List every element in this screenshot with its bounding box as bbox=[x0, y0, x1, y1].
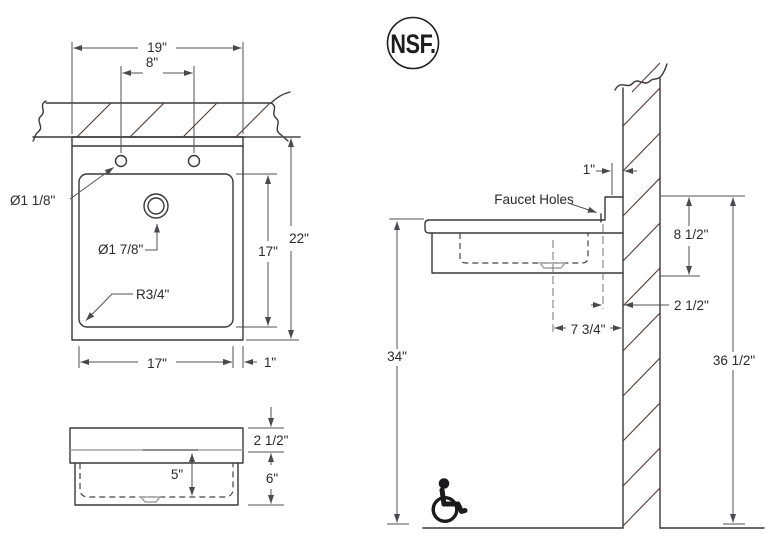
dim-19in: 19" bbox=[147, 40, 167, 55]
nsf-logo-text: NSF. bbox=[390, 30, 435, 60]
drain-hole bbox=[147, 197, 165, 215]
break-line-right bbox=[270, 102, 289, 142]
dimension-faucet-center-to-wall: 2 1/2" bbox=[591, 298, 709, 313]
wall-section-side bbox=[614, 62, 668, 529]
label-drain-diameter-group: Ø1 7/8" bbox=[98, 223, 161, 257]
dim-8in: 8" bbox=[146, 55, 159, 70]
front-deck-outline bbox=[69, 427, 244, 464]
dimension-splash-top-from-floor: 36 1/2" bbox=[713, 197, 756, 525]
label-faucet-holes: Faucet Holes bbox=[494, 192, 574, 207]
front-bowl-inner-dashed bbox=[79, 463, 234, 498]
front-bowl-outline bbox=[74, 462, 239, 506]
dimension-basin-width: 17" 1" bbox=[78, 346, 277, 371]
dimension-splash-height: 8 1/2" bbox=[660, 195, 745, 277]
wheelchair-accessibility-icon bbox=[431, 478, 468, 524]
faucet-hole-right bbox=[187, 154, 201, 168]
dim-34in: 34" bbox=[387, 349, 407, 364]
dim-7-3-4in: 7 3/4" bbox=[571, 322, 606, 337]
dim-8-1-2in: 8 1/2" bbox=[674, 227, 709, 242]
label-drain-diameter: Ø1 7/8" bbox=[98, 242, 144, 257]
dim-22in: 22" bbox=[289, 231, 309, 246]
dim-36-1-2in: 36 1/2" bbox=[713, 353, 756, 368]
nsf-certification-badge: NSF. bbox=[386, 16, 440, 70]
dimension-overall-depth: 22" bbox=[246, 136, 309, 341]
dimension-basin-depth: 17" bbox=[236, 173, 278, 328]
dimension-bowl-inner-depth: 5" bbox=[171, 453, 196, 496]
sink-deck-outline bbox=[71, 136, 244, 341]
label-corner-radius: R3/4" bbox=[136, 287, 170, 302]
dim-1in-plan: 1" bbox=[264, 355, 277, 370]
side-drain bbox=[538, 262, 567, 269]
label-corner-radius-group: R3/4" bbox=[85, 287, 170, 321]
break-line-wall-top bbox=[614, 63, 668, 91]
dimension-rim-height-from-floor: 34" bbox=[387, 218, 424, 525]
label-faucet-hole-diameter-group: Ø1 1/8" bbox=[10, 167, 114, 208]
label-faucet-hole-diameter: Ø1 1/8" bbox=[10, 193, 56, 208]
dim-2-1-2in-front: 2 1/2" bbox=[254, 433, 289, 448]
nsf-badge-circle bbox=[386, 16, 440, 70]
dim-5in: 5" bbox=[171, 467, 184, 482]
front-view: 5" 2 1/2" 6" bbox=[69, 407, 289, 506]
dim-2-1-2in-side: 2 1/2" bbox=[674, 298, 709, 313]
side-deck-profile bbox=[424, 196, 624, 234]
drain-flange bbox=[143, 193, 169, 219]
dim-17in-horizontal: 17" bbox=[147, 356, 167, 371]
side-view: 1" Faucet Holes 8 1/2" 2 1/2" 7 3/4" bbox=[387, 62, 765, 529]
label-faucet-holes-group: Faucet Holes bbox=[494, 192, 597, 213]
wall-section-plan bbox=[32, 91, 301, 142]
faucet-hole-left bbox=[114, 154, 128, 168]
break-line-left bbox=[32, 100, 47, 142]
wall-hatch-side bbox=[622, 62, 661, 527]
dim-6in: 6" bbox=[266, 471, 279, 486]
dim-17in-vertical: 17" bbox=[258, 244, 278, 259]
side-bowl-inner-dashed bbox=[459, 233, 589, 264]
dimension-faucet-spacing: 8" bbox=[120, 55, 195, 153]
wall-hatch-plan bbox=[76, 102, 271, 138]
dimension-rim-and-bowl-height: 2 1/2" 6" bbox=[248, 407, 289, 506]
side-body-profile bbox=[431, 232, 624, 274]
basin-outline bbox=[78, 173, 234, 328]
dimension-overall-width: 19" bbox=[71, 40, 244, 134]
dimension-hole-to-wall: 1" bbox=[583, 162, 637, 177]
front-drain bbox=[139, 496, 162, 503]
dim-1in-side: 1" bbox=[583, 162, 596, 177]
plan-view: 19" 8" 22" 17" bbox=[10, 40, 309, 371]
dimension-drain-center-to-wall: 7 3/4" bbox=[554, 322, 622, 337]
